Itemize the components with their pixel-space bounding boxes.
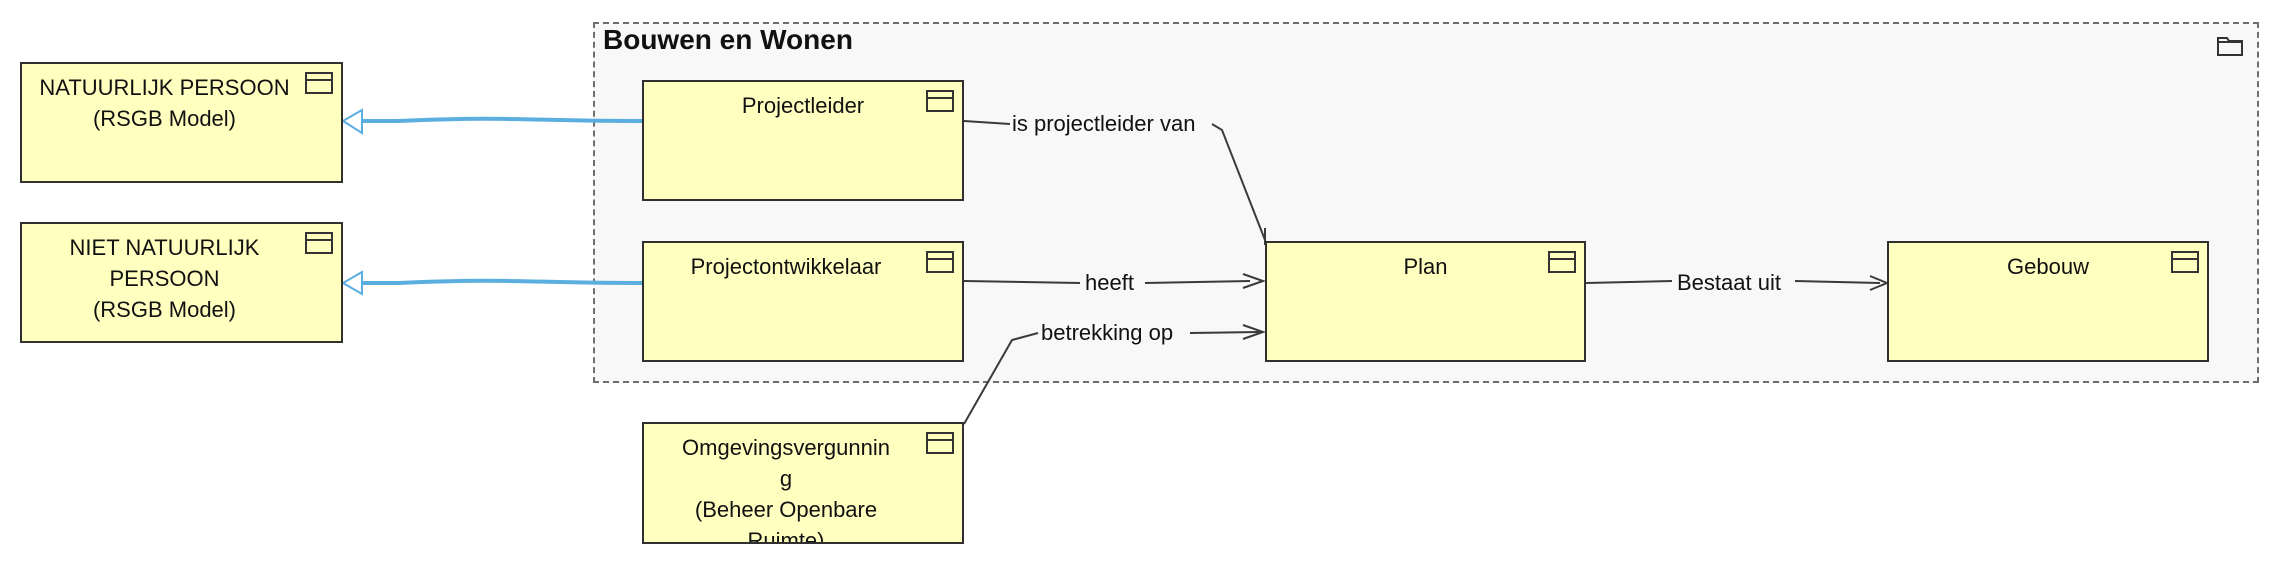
class-gebouw[interactable]: Gebouw — [1887, 241, 2209, 362]
class-icon — [926, 251, 954, 273]
association-label-bestaat-uit: Bestaat uit — [1677, 270, 1781, 295]
class-label: Projectontwikkelaar — [690, 254, 882, 279]
class-icon — [305, 232, 333, 254]
package-title: Bouwen en Wonen — [603, 24, 853, 55]
generalization-arrowhead-natuurlijk — [341, 108, 363, 135]
class-icon — [2171, 251, 2199, 273]
class-label: Plan — [1403, 254, 1448, 279]
generalization-projectleider — [397, 116, 643, 123]
class-label: Projectleider — [741, 93, 865, 118]
class-projectleider[interactable]: Projectleider — [642, 80, 964, 201]
generalization-projectontwikkelaar — [397, 278, 643, 285]
class-natuurlijk-persoon[interactable]: NATUURLIJK PERSOON (RSGB Model) — [20, 62, 343, 183]
class-omgevingsvergunning[interactable]: Omgevingsvergunnin g (Beheer Openbare Ru… — [642, 422, 964, 544]
association-projectontwikkelaar-plan — [963, 280, 1251, 284]
generalization-arrowhead-niet-natuurlijk — [341, 270, 363, 296]
class-icon — [305, 72, 333, 94]
class-icon — [1548, 251, 1576, 273]
association-label-is-projectleider-van: is projectleider van — [1012, 111, 1196, 136]
class-niet-natuurlijk-persoon[interactable]: NIET NATUURLIJK PERSOON (RSGB Model) — [20, 222, 343, 343]
association-projectleider-plan — [963, 120, 1266, 241]
association-plan-gebouw — [1585, 280, 1881, 284]
association-label-heeft: heeft — [1085, 270, 1134, 295]
association-omgevingsvergunning-plan — [963, 331, 1261, 425]
association-label-betrekking-op: betrekking op — [1041, 320, 1174, 345]
class-label: Gebouw — [2007, 254, 2089, 279]
class-label: NATUURLIJK PERSOON (RSGB Model) — [39, 75, 290, 131]
class-icon — [926, 90, 954, 112]
class-projectontwikkelaar[interactable]: Projectontwikkelaar — [642, 241, 964, 362]
class-label: NIET NATUURLIJK PERSOON (RSGB Model) — [69, 235, 260, 322]
class-icon — [926, 432, 954, 454]
folder-icon — [2217, 37, 2243, 56]
class-plan[interactable]: Plan — [1265, 241, 1586, 362]
class-label: Omgevingsvergunnin g (Beheer Openbare Ru… — [682, 435, 890, 544]
